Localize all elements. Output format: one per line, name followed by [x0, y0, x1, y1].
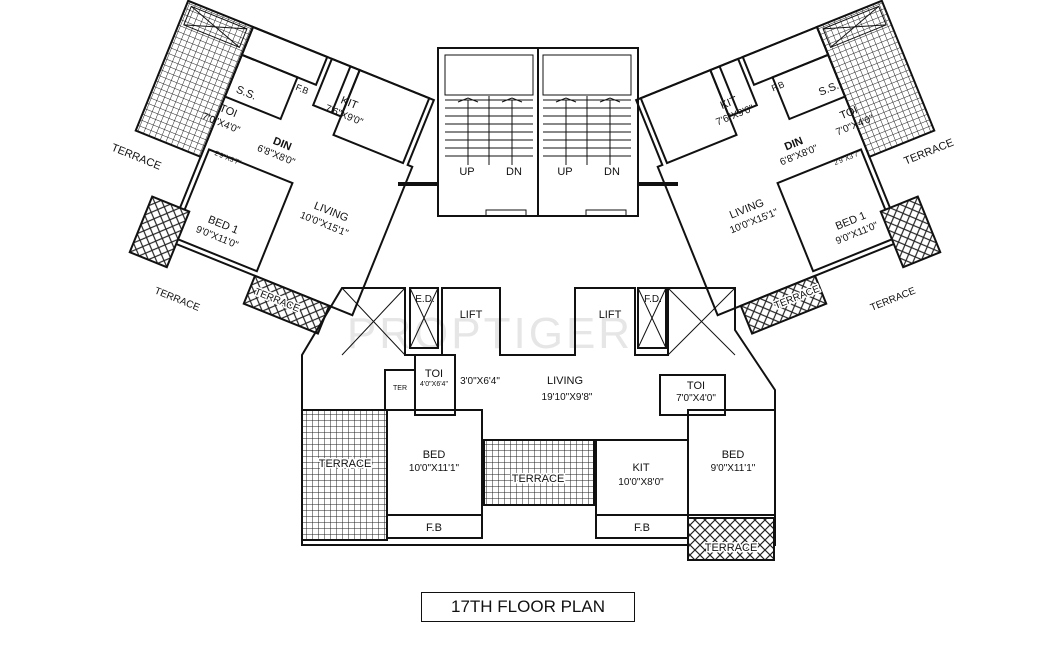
central-toi-right-dim: 7'0"X4'0" [676, 393, 716, 404]
stair-up-label-2: UP [557, 166, 572, 178]
central-bed-right-dim: 9'0"X11'1" [711, 463, 756, 474]
central-ed-left-label: E.D. [415, 294, 434, 305]
central-kit-dim: 10'0"X8'0" [618, 477, 664, 488]
right-terrace-b-label: TERRACE [869, 286, 918, 314]
central-terrace-left [301, 409, 388, 541]
central-fb-right-label: F.B [634, 522, 650, 534]
central-bed-right-label: BED [722, 449, 745, 461]
central-toi-left-dim: 4'0"X6'4" [420, 381, 448, 388]
staircase-block [437, 47, 639, 217]
central-fb-left-label: F.B [426, 522, 442, 534]
central-kit-label: KIT [632, 462, 649, 474]
left-fb-label: F.B [294, 82, 310, 96]
central-lift-left-label: LIFT [460, 309, 483, 321]
stair-treads-left [445, 96, 533, 165]
central-ter-label: TER [393, 385, 407, 392]
central-terrace-mid [483, 439, 595, 506]
central-terrace-right-label: TERRACE [705, 542, 758, 554]
central-ed-right-label: F.D. [644, 294, 662, 305]
right-terrace-herring [879, 195, 942, 269]
left-terrace-top-label: TERRACE [110, 142, 163, 173]
central-bed-left-dim: 10'0"X11'1" [409, 463, 460, 474]
right-ss-label: S.S. [817, 80, 841, 99]
left-wing-unit [128, 0, 436, 335]
stair-dn-label-1: DN [506, 166, 522, 178]
left-terrace-a-label: TERRACE [153, 286, 202, 314]
stair-treads-right [543, 96, 631, 165]
central-passage-dim: 3'0"X6'4" [460, 376, 500, 387]
watermark-text: PROPTIGER [347, 309, 633, 358]
central-living-label: LIVING [547, 375, 583, 387]
central-terrace-right [687, 517, 775, 561]
left-ss-label: S.S. [234, 84, 258, 103]
central-lift-right-label: LIFT [599, 309, 622, 321]
left-passage-dim: 2'9"X3'7" [213, 150, 242, 167]
central-living-dim: 19'10"X9'8" [542, 392, 593, 403]
right-passage-dim: 2'9"X3'7" [833, 150, 862, 167]
central-terrace-left-label: TERRACE [319, 458, 372, 470]
central-bed-left-label: BED [423, 449, 446, 461]
stair-dn-label-2: DN [604, 166, 620, 178]
floor-plan-caption: 17TH FLOOR PLAN [421, 592, 635, 622]
right-fb-label: F.B [770, 79, 786, 93]
right-wing-unit [634, 0, 942, 335]
central-terrace-mid-label: TERRACE [512, 473, 565, 485]
right-terrace-top-label: TERRACE [902, 137, 955, 168]
central-unit [301, 287, 776, 561]
central-toi-right-label: TOI [687, 380, 705, 392]
right-terrace-bottom [739, 274, 828, 335]
stair-up-label-1: UP [459, 166, 474, 178]
left-terrace-herring [128, 195, 191, 269]
central-toi-left-label: TOI [425, 368, 443, 380]
